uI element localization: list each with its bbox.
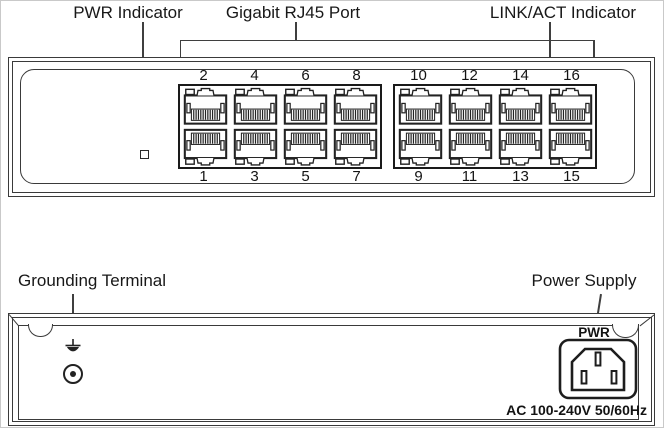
port-group-2: 10 12 14 16 9 11 13 15 [393,68,597,185]
label-pwr-indicator: PWR Indicator [73,3,183,22]
grounding-screw-terminal-icon [63,364,83,384]
rj45-jack-top [498,87,542,125]
port-number-label: 8 [352,67,361,84]
port-number-label: 11 [461,168,478,185]
port-numbers-top: 10 12 14 16 [393,68,597,84]
pwr-led-icon [140,150,149,159]
port-group-1: 2 4 6 8 1 3 5 7 [178,68,382,185]
ac-rating-label: AC 100-240V 50/60Hz [506,402,647,418]
rj45-jack-top [283,87,327,125]
port-number-label: 2 [199,67,208,84]
rj45-jack-top [398,87,442,125]
port-number-label: 13 [512,168,529,185]
rj45-jack-bottom [548,128,592,166]
rj45-jack-top [548,87,592,125]
port-column [230,86,280,167]
link-act-leader-line [549,22,551,90]
rj45-jack-top [333,87,377,125]
port-number-label: 6 [301,67,310,84]
port-number-label: 9 [414,168,423,185]
port-column [445,86,495,167]
port-number-label: 5 [301,168,310,185]
rj45-jack-bottom [398,128,442,166]
iec-c14-power-inlet-icon [558,338,638,400]
port-number-label: 7 [352,168,361,185]
label-grounding-terminal: Grounding Terminal [17,271,167,290]
port-column [495,86,545,167]
port-column [180,86,230,167]
rj45-jack-top [183,87,227,125]
port-column [330,86,380,167]
port-numbers-bottom: 1 3 5 7 [178,169,382,185]
port-number-label: 14 [512,67,529,84]
port-number-label: 1 [199,168,208,185]
port-group-box [178,84,382,169]
port-numbers-top: 2 4 6 8 [178,68,382,84]
label-gigabit-rj45-port: Gigabit RJ45 Port [225,3,361,22]
rear-pwr-label: PWR [578,325,610,340]
port-number-label: 15 [563,168,580,185]
rj45-jack-bottom [183,128,227,166]
port-column [545,86,595,167]
port-number-label: 4 [250,67,259,84]
port-number-label: 12 [461,67,478,84]
rear-panel-face [18,325,639,420]
rj45-jack-bottom [333,128,377,166]
gigabit-port-bracket [179,39,595,41]
rj45-jack-bottom [283,128,327,166]
rj45-jack-bottom [233,128,277,166]
rj45-jack-bottom [498,128,542,166]
port-group-box [393,84,597,169]
earth-ground-icon [65,339,81,352]
port-column [280,86,330,167]
gigabit-port-leader-line [295,22,297,40]
label-link-act-indicator: LINK/ACT Indicator [489,3,637,22]
rj45-jack-bottom [448,128,492,166]
port-number-label: 10 [410,67,427,84]
rj45-jack-top [233,87,277,125]
port-numbers-bottom: 9 11 13 15 [393,169,597,185]
rj45-jack-top [448,87,492,125]
port-number-label: 3 [250,168,259,185]
label-power-supply: Power Supply [531,271,637,290]
port-column [395,86,445,167]
port-number-label: 16 [563,67,580,84]
